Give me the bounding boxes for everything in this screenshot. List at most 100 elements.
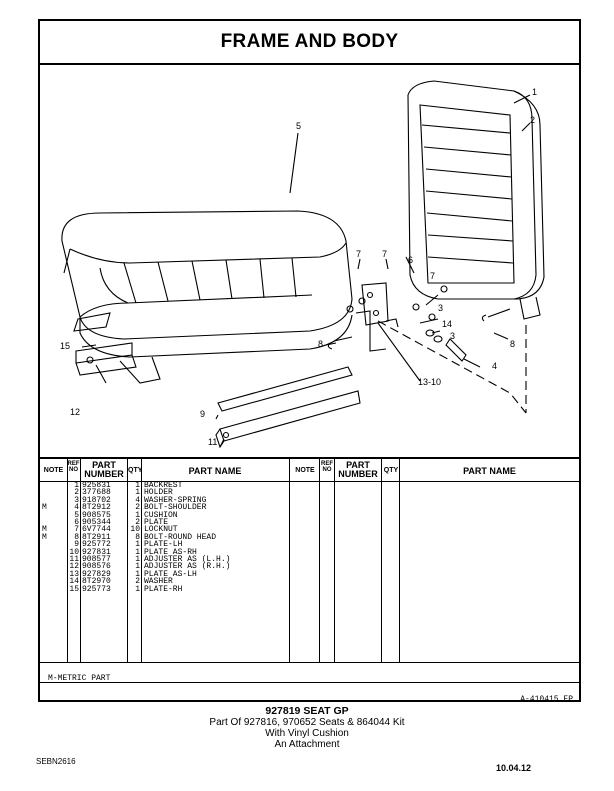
table-cell-part: 377688 bbox=[82, 488, 111, 498]
header-note: NOTE bbox=[43, 467, 64, 474]
table-cell-qty: 2 bbox=[135, 518, 140, 527]
caption-line-4: An Attachment bbox=[274, 739, 340, 750]
table-cell-part: 6V7744 bbox=[82, 525, 111, 535]
title-band: FRAME AND BODY bbox=[40, 21, 579, 65]
table-cell-ref: 14 bbox=[69, 577, 79, 587]
table-cell-note: M bbox=[42, 503, 47, 513]
table-cell-qty: 2 bbox=[135, 503, 140, 513]
callout: 12 bbox=[70, 407, 80, 417]
table-cell-name: BACKREST bbox=[144, 481, 183, 490]
table-cell-part: 918702 bbox=[82, 495, 111, 505]
table-cell-name: LOCKNUT bbox=[144, 525, 178, 535]
caption-title: 927819 SEAT GP bbox=[265, 705, 349, 717]
table-cell-ref: 4 bbox=[74, 503, 79, 513]
table-cell-note: M bbox=[42, 525, 47, 535]
table-cell-qty: 1 bbox=[135, 488, 140, 498]
table-cell-qty: 10 bbox=[130, 525, 140, 535]
parts-table: NOTE REF NO PART NUMBER QTY PART NAME NO… bbox=[40, 457, 579, 686]
caption-line-3: With Vinyl Cushion bbox=[265, 728, 349, 739]
table-cell-qty: 8 bbox=[135, 532, 140, 542]
callout: 5 bbox=[296, 121, 301, 131]
table-cell-qty: 1 bbox=[135, 510, 140, 520]
date-code: 10.04.12 bbox=[496, 763, 532, 773]
callout: 9 bbox=[200, 409, 205, 419]
callout: 3 bbox=[438, 303, 443, 313]
metric-footnote: M-METRIC PART bbox=[48, 674, 111, 683]
table-cell-ref: 8 bbox=[74, 532, 79, 542]
table-cell-qty: 1 bbox=[135, 555, 140, 564]
slide-rails-illustration bbox=[215, 366, 361, 449]
exploded-view-drawing: 1 2 5 7 6 7 7 3 14 3 4 8 8 15 12 9 11 13… bbox=[60, 80, 545, 449]
table-cell-ref: 5 bbox=[74, 510, 79, 520]
table-cell-part: 927829 bbox=[82, 569, 111, 579]
seat-brackets-illustration bbox=[73, 312, 161, 384]
table-cell-name: PLATE-LH bbox=[144, 540, 183, 550]
header-qty-2: QTY bbox=[383, 467, 399, 474]
header-part-number-2: PART NUMBER bbox=[338, 460, 378, 479]
hinge-assembly-illustration bbox=[327, 282, 511, 362]
callout: 7 bbox=[430, 271, 435, 281]
table-cell-qty: 1 bbox=[135, 481, 140, 490]
table-cell-qty: 2 bbox=[135, 577, 140, 587]
table-cell-part: 908576 bbox=[82, 562, 111, 572]
caption: 927819 SEAT GP Part Of 927816, 970652 Se… bbox=[0, 705, 614, 751]
callout: 2 bbox=[530, 115, 535, 125]
table-cell-name: BOLT-ROUND HEAD bbox=[144, 532, 217, 542]
table-cell-ref: 2 bbox=[74, 488, 79, 498]
backrest-illustration bbox=[407, 80, 545, 320]
table-cell-part: 927831 bbox=[82, 547, 111, 557]
table-cell-ref: 12 bbox=[69, 562, 79, 572]
table-cell-qty: 4 bbox=[135, 495, 140, 505]
table-cell-part: 8T2912 bbox=[82, 503, 111, 513]
header-part-number: PART NUMBER bbox=[84, 460, 124, 479]
table-cell-note: M bbox=[42, 532, 47, 542]
seat-cushion-illustration bbox=[61, 210, 353, 358]
table-cell-part: 905344 bbox=[82, 518, 111, 527]
table-cell-part: 8T2970 bbox=[82, 577, 111, 587]
table-cell-qty: 1 bbox=[135, 569, 140, 579]
callout: 1 bbox=[532, 87, 537, 97]
header-ref-no-2: REF NO bbox=[321, 461, 333, 473]
table-cell-part: 925773 bbox=[82, 584, 111, 594]
table-cell-qty: 1 bbox=[135, 547, 140, 557]
table-cell-ref: 7 bbox=[74, 525, 79, 535]
table-cell-ref: 6 bbox=[74, 518, 79, 527]
callout: 11 bbox=[208, 437, 217, 447]
callout: 4 bbox=[492, 361, 497, 371]
callout: 8 bbox=[510, 339, 515, 349]
callout-labels: 1 2 5 7 6 7 7 3 14 3 4 8 8 15 12 9 11 13… bbox=[60, 87, 537, 447]
callout: 15 bbox=[60, 341, 70, 351]
header-note-2: NOTE bbox=[295, 467, 315, 474]
table-cell-qty: 1 bbox=[135, 540, 140, 550]
table-cell-name: WASHER-SPRING bbox=[144, 495, 207, 505]
callout: 14 bbox=[442, 319, 452, 329]
table-header: NOTE REF NO PART NUMBER QTY PART NAME NO… bbox=[40, 459, 579, 482]
table-cell-ref: 11 bbox=[69, 555, 79, 564]
page-title: FRAME AND BODY bbox=[220, 31, 399, 52]
table-cell-part: 925772 bbox=[82, 540, 111, 550]
table-cell-name: PLATE bbox=[144, 518, 169, 527]
table-cell-ref: 3 bbox=[74, 495, 79, 505]
table-cell-qty: 1 bbox=[135, 562, 140, 572]
table-cell-part: 8T2911 bbox=[82, 532, 111, 542]
table-cell-name: PLATE-RH bbox=[144, 584, 183, 594]
table-cell-part: 908577 bbox=[82, 555, 111, 564]
table-cell-ref: 9 bbox=[74, 540, 79, 550]
header-part-name-2: PART NAME bbox=[463, 466, 516, 476]
table-cell-name: PLATE AS-LH bbox=[144, 569, 197, 579]
table-cell-name: ADJUSTER AS (L.H.) bbox=[144, 555, 231, 564]
table-cell-ref: 13 bbox=[69, 569, 79, 579]
callout: 6 bbox=[408, 255, 413, 265]
header-ref-no: REF NO bbox=[67, 461, 80, 473]
